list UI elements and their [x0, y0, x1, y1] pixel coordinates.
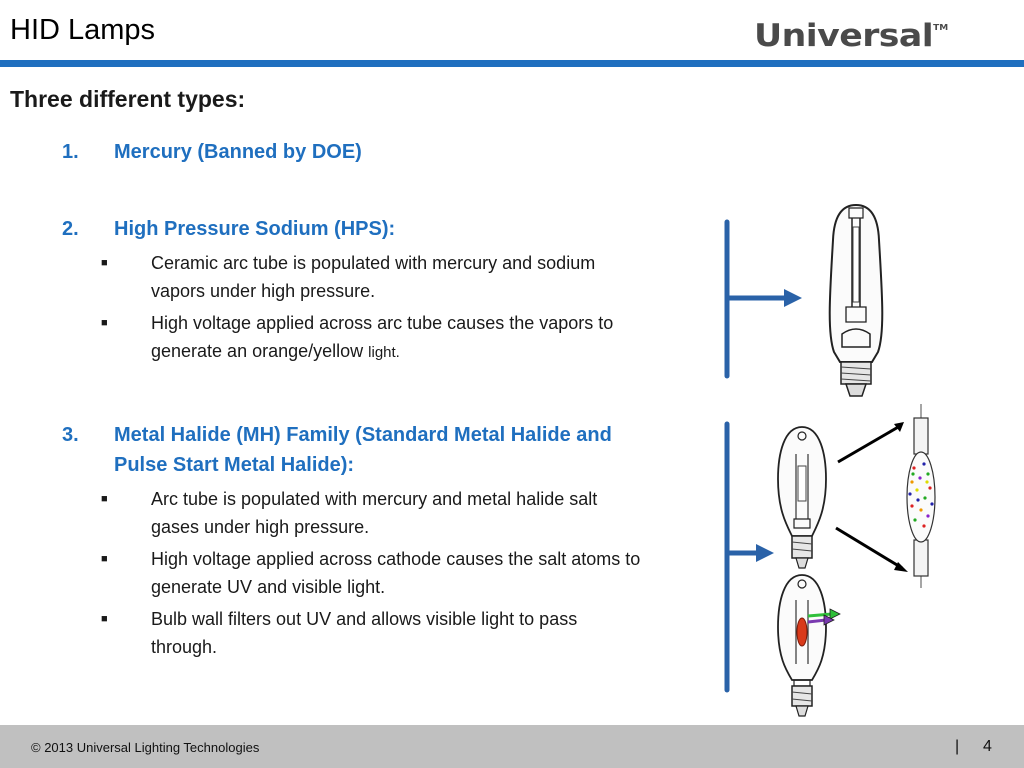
- bullet-text: generate an orange/yellow: [151, 341, 369, 361]
- bullet-item: ■ Arc tube is populated with mercury and…: [101, 485, 731, 541]
- bullet-text: gases under high pressure.: [151, 517, 370, 537]
- bullet-text: vapors under high pressure.: [151, 281, 376, 301]
- list-label: Pulse Start Metal Halide):: [114, 454, 355, 476]
- list-item-mercury: 1. Mercury (Banned by DOE): [62, 137, 662, 167]
- bullet-icon: ■: [101, 257, 108, 269]
- universal-logo: UniversalTM: [754, 21, 948, 52]
- bullet-text: High voltage applied across cathode caus…: [151, 549, 641, 569]
- list-number: 2.: [62, 218, 79, 240]
- copyright-text: © 2013 Universal Lighting Technologies: [31, 740, 260, 755]
- bullet-icon: ■: [101, 493, 108, 505]
- bullet-item: ■ High voltage applied across arc tube c…: [101, 309, 731, 365]
- bullet-item: ■ Ceramic arc tube is populated with mer…: [101, 249, 731, 305]
- bullet-text: High voltage applied across arc tube cau…: [151, 313, 614, 333]
- pulse-start-lamp-illustration: [777, 574, 841, 717]
- bullet-text-small: light.: [368, 344, 400, 361]
- salt-atoms: [908, 462, 934, 528]
- bullet-text: through.: [151, 637, 218, 657]
- subheading: Three different types:: [10, 86, 246, 112]
- bullet-icon: ■: [101, 553, 108, 565]
- slide-title: HID Lamps: [10, 14, 156, 46]
- hps-bracket-arrow: [724, 219, 802, 379]
- page-number: 4: [983, 738, 992, 755]
- bullet-icon: ■: [101, 317, 108, 329]
- logo-text: Universal: [754, 18, 934, 54]
- bullet-item: ■ High voltage applied across cathode ca…: [101, 545, 731, 601]
- bullet-text: Ceramic arc tube is populated with mercu…: [151, 253, 596, 273]
- hps-lamp-illustration: [828, 203, 884, 397]
- bullet-icon: ■: [101, 613, 108, 625]
- bullet-text: generate UV and visible light.: [151, 577, 386, 597]
- list-item-metal-halide: 3. Metal Halide (MH) Family (Standard Me…: [62, 420, 702, 480]
- footer-bar: © 2013 Universal Lighting Technologies |…: [0, 725, 1024, 768]
- list-number: 1.: [62, 141, 79, 163]
- title-divider: [0, 60, 1024, 67]
- logo-trademark: TM: [933, 23, 949, 32]
- bullet-item: ■ Bulb wall filters out UV and allows vi…: [101, 605, 731, 661]
- list-label: Mercury (Banned by DOE): [114, 141, 362, 163]
- bullet-text: Arc tube is populated with mercury and m…: [151, 489, 598, 509]
- footer-separator: |: [955, 738, 960, 755]
- list-number: 3.: [62, 424, 79, 446]
- arc-tube-closeup-illustration: [906, 404, 936, 588]
- list-label: High Pressure Sodium (HPS):: [114, 218, 396, 240]
- bullet-text: Bulb wall filters out UV and allows visi…: [151, 609, 578, 629]
- mh-bracket-arrow: [724, 421, 774, 693]
- list-label: Metal Halide (MH) Family (Standard Metal…: [114, 424, 612, 446]
- list-item-hps: 2. High Pressure Sodium (HPS):: [62, 214, 662, 244]
- detail-pointer-arrows: [835, 422, 908, 572]
- metal-halide-lamp-illustration: [777, 426, 827, 569]
